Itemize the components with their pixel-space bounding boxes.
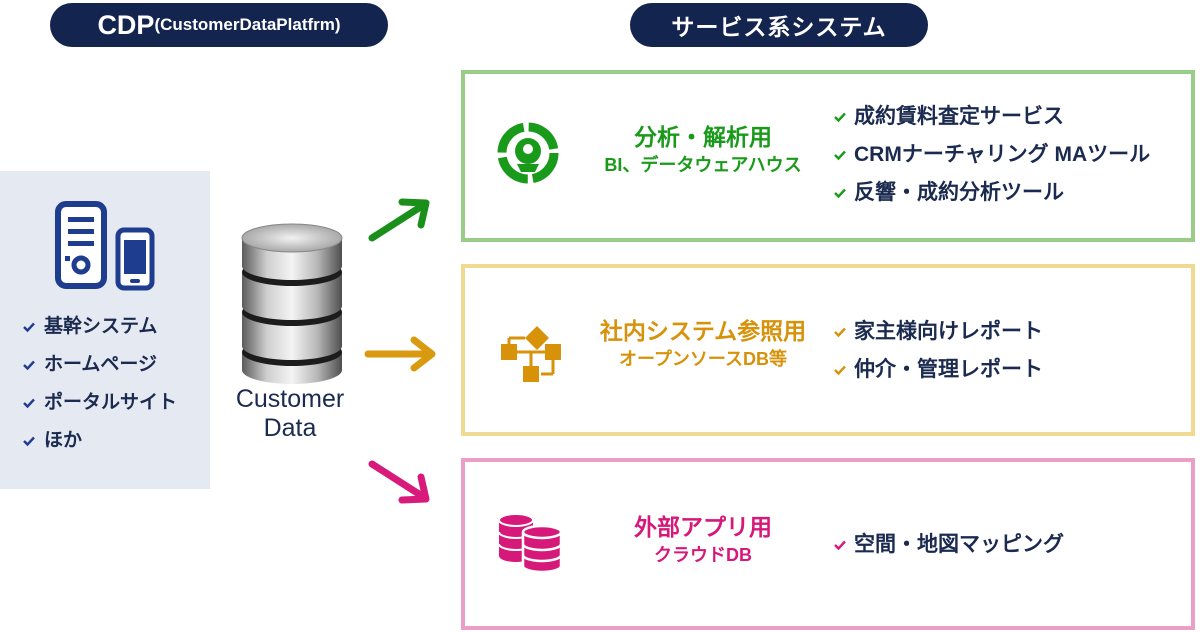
source-item-label: ホームページ [44, 354, 158, 375]
cdp-header-pill: CDP(CustomerDataPlatfrm) [50, 3, 388, 47]
service-item-label: 空間・地図マッピング [854, 533, 1064, 556]
source-item-label: ほか [44, 430, 83, 451]
cdp-title: CDP [97, 9, 155, 40]
service-title: 分析・解析用 [634, 124, 772, 150]
arrow-down-right-icon [368, 460, 430, 504]
arrow-right-icon [364, 336, 436, 372]
check-icon [834, 540, 846, 551]
check-icon [834, 150, 846, 161]
source-item: ほか [22, 422, 177, 460]
service-box-analysis: 分析・解析用 BI、データウェアハウス 成約賃料査定サービス CRMナーチャリン… [461, 70, 1195, 242]
service-item-label: CRMナーチャリング MAツール [854, 143, 1151, 166]
service-item-label: 反響・成約分析ツール [854, 181, 1064, 204]
service-header-pill: サービス系システム [630, 3, 928, 47]
service-item: 反響・成約分析ツール [833, 174, 1150, 212]
database-label-line2: Data [263, 414, 317, 442]
database-cylinder-image [241, 223, 343, 384]
check-icon [834, 112, 846, 123]
service-item: CRMナーチャリング MAツール [833, 136, 1150, 174]
service-title-block: 分析・解析用 BI、データウェアハウス [585, 122, 821, 178]
check-icon [834, 365, 846, 376]
arrow-up-right-icon [368, 198, 430, 242]
service-title-block: 社内システム参照用 オープンソースDB等 [585, 316, 821, 372]
service-item: 成約賃料査定サービス [833, 98, 1150, 136]
database-stack-icon [498, 513, 563, 574]
check-icon [23, 398, 35, 409]
service-title: 外部アプリ用 [634, 514, 772, 540]
check-icon [834, 188, 846, 199]
service-item: 仲介・管理レポート [833, 351, 1043, 389]
source-item: ポータルサイト [22, 384, 177, 422]
service-box-internal: 社内システム参照用 オープンソースDB等 家主様向けレポート 仲介・管理レポート [461, 264, 1195, 436]
service-item-label: 家主様向けレポート [854, 320, 1043, 343]
service-item-label: 成約賃料査定サービス [854, 105, 1064, 128]
service-subtitle: オープンソースDB等 [618, 349, 788, 369]
service-title: 社内システム参照用 [599, 318, 807, 344]
flowchart-icon [501, 326, 561, 382]
source-item-label: ポータルサイト [44, 392, 178, 413]
analysis-head-icon [497, 122, 559, 184]
service-item: 家主様向けレポート [833, 313, 1043, 351]
source-item-label: 基幹システム [44, 316, 158, 337]
data-sources-panel: 基幹システム ホームページ ポータルサイト ほか [0, 171, 210, 489]
service-box-external: 外部アプリ用 クラウドDB 空間・地図マッピング [461, 458, 1195, 630]
service-item-label: 仲介・管理レポート [854, 358, 1043, 381]
check-icon [23, 322, 35, 333]
database-label: Customer Data [215, 385, 365, 443]
service-title-block: 外部アプリ用 クラウドDB [585, 512, 821, 568]
source-item: ホームページ [22, 346, 177, 384]
smartphone-icon [115, 227, 155, 291]
service-subtitle: BI、データウェアハウス [604, 155, 802, 175]
service-subtitle: クラウドDB [654, 545, 752, 565]
server-icon [55, 201, 107, 289]
service-item: 空間・地図マッピング [833, 526, 1064, 564]
service-title: サービス系システム [671, 14, 887, 40]
check-icon [23, 360, 35, 371]
check-icon [23, 436, 35, 447]
cdp-subtitle: (CustomerDataPlatfrm) [154, 15, 341, 34]
check-icon [834, 327, 846, 338]
database-label-line1: Customer [235, 385, 345, 413]
source-item: 基幹システム [22, 308, 177, 346]
